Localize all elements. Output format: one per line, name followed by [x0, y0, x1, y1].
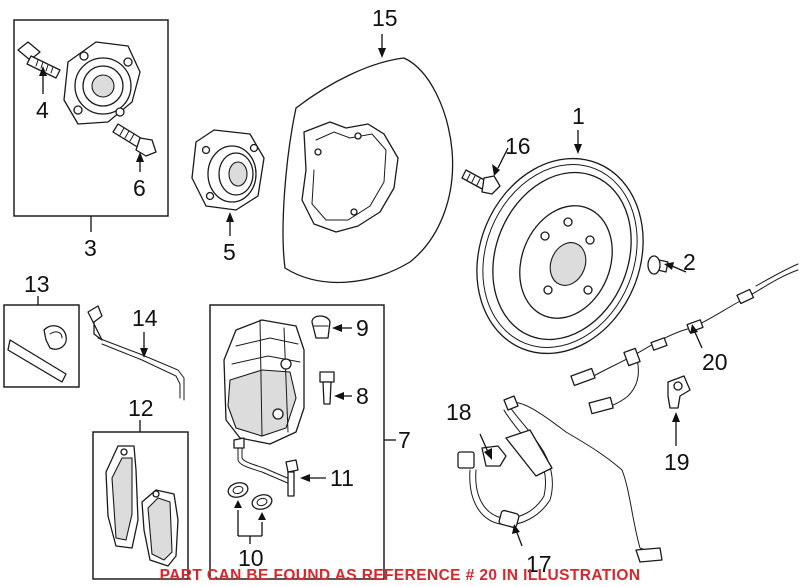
brake-pads-part-12	[105, 445, 179, 567]
wear-sensor-part-14	[87, 305, 185, 401]
callout-9: 9	[356, 315, 369, 341]
hub-flange-part-3	[63, 41, 141, 125]
callout-10: 10	[238, 545, 264, 571]
callout-15: 15	[372, 5, 398, 31]
bolt-part-4	[17, 41, 61, 79]
screw-part-2	[647, 255, 669, 275]
bracket-part-18	[481, 445, 507, 467]
callout-2: 2	[683, 249, 696, 275]
callout-17: 17	[526, 551, 552, 577]
clip-part-13	[7, 325, 67, 383]
callout-7: 7	[398, 427, 411, 453]
bolt-part-6	[112, 123, 157, 157]
wheel-bearing-part-5	[191, 129, 265, 211]
brake-rotor-part-1	[476, 157, 644, 355]
sensor-part-19	[667, 375, 691, 409]
bolt-part-16	[461, 169, 501, 195]
group-box-caliper	[209, 304, 385, 580]
callout-16: 16	[505, 133, 531, 159]
brake-line-part-11	[233, 437, 299, 497]
reference-note: PART CAN BE FOUND AS REFERENCE # 20 IN I…	[160, 567, 641, 584]
bleeder-valve-part-8	[319, 371, 335, 405]
callout-19: 19	[664, 449, 690, 475]
callout-6: 6	[133, 175, 146, 201]
callout-18: 18	[446, 399, 472, 425]
callout-14: 14	[132, 305, 158, 331]
brake-hose-part-17	[457, 395, 663, 563]
caliper-part-7	[223, 319, 305, 445]
callout-5: 5	[223, 239, 236, 265]
callout-3: 3	[84, 235, 97, 261]
group-box-clip	[3, 304, 80, 388]
callout-8: 8	[356, 383, 369, 409]
splash-shield-part-15	[282, 57, 454, 284]
washers-part-10	[227, 482, 273, 510]
sensor-wire-part-20	[570, 263, 799, 415]
bleeder-cap-part-9	[311, 315, 331, 339]
callout-1: 1	[572, 103, 585, 129]
callout-20: 20	[702, 349, 728, 375]
leader-lines	[37, 34, 703, 547]
callout-12: 12	[128, 395, 154, 421]
callout-4: 4	[36, 97, 49, 123]
callout-11: 11	[330, 465, 354, 491]
callout-13: 13	[24, 271, 50, 297]
